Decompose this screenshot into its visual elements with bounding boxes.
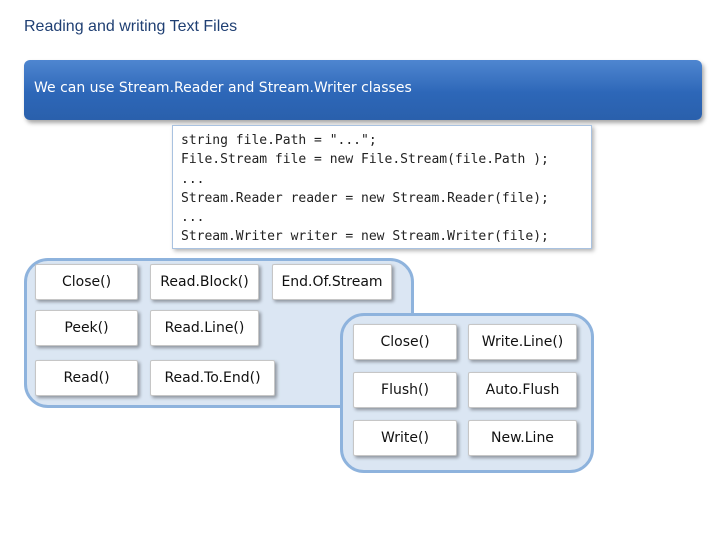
reader-read-box: Read() — [35, 360, 138, 396]
reader-close-box: Close() — [35, 264, 138, 300]
writer-close-box: Close() — [353, 324, 457, 360]
reader-readline-box: Read.Line() — [150, 310, 259, 346]
writer-write-box: Write() — [353, 420, 457, 456]
reader-endofstream-box: End.Of.Stream — [272, 264, 392, 300]
code-box: string file.Path = "..."; File.Stream fi… — [172, 125, 592, 249]
code-line: Stream.Writer writer = new Stream.Writer… — [181, 229, 549, 245]
code-line: string file.Path = "..."; — [181, 133, 377, 148]
writer-flush-box: Flush() — [353, 372, 457, 408]
code-line: File.Stream file = new File.Stream(file.… — [181, 152, 549, 168]
reader-readtoend-box: Read.To.End() — [150, 360, 275, 396]
writer-writeline-box: Write.Line() — [468, 324, 577, 360]
writer-newline-box: New.Line — [468, 420, 577, 456]
slide-title: Reading and writing Text Files — [24, 18, 238, 35]
code-line: ... — [181, 210, 205, 226]
banner: We can use Stream.Reader and Stream.Writ… — [24, 60, 702, 120]
code-line: ... — [181, 171, 205, 187]
reader-readblock-box: Read.Block() — [150, 264, 259, 300]
banner-text: We can use Stream.Reader and Stream.Writ… — [34, 80, 412, 96]
writer-autoflush-box: Auto.Flush — [468, 372, 577, 408]
reader-peek-box: Peek() — [35, 310, 138, 346]
code-line: Stream.Reader reader = new Stream.Reader… — [181, 190, 549, 206]
